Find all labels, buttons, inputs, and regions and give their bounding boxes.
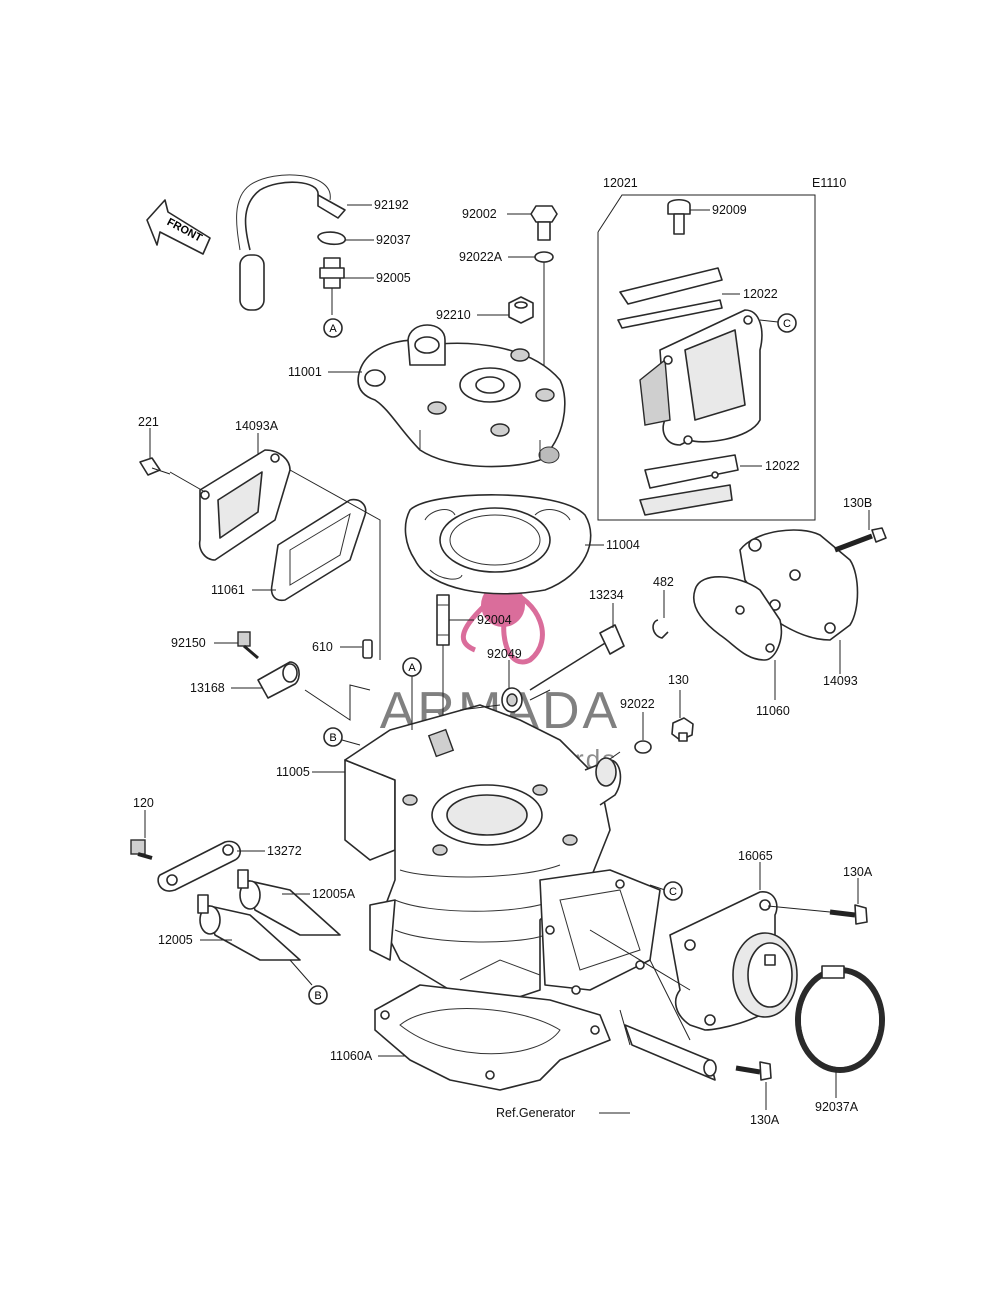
part-label[interactable]: 14093A xyxy=(235,419,279,433)
part-label[interactable]: 92009 xyxy=(712,203,747,217)
part-label[interactable]: 130B xyxy=(843,496,872,510)
callout-markers: A A B B C C xyxy=(308,313,797,1005)
cylinder-block xyxy=(344,704,661,1001)
bolt-130a-upper xyxy=(829,904,868,925)
part-label[interactable]: 130A xyxy=(843,865,873,879)
gasket-11060 xyxy=(693,576,783,661)
reed-block xyxy=(639,309,763,446)
part-label[interactable]: 92049 xyxy=(487,647,522,661)
part-label[interactable]: 13234 xyxy=(589,588,624,602)
part-label[interactable]: 610 xyxy=(312,640,333,654)
hose-clip xyxy=(317,231,346,246)
front-arrow: FRONT xyxy=(146,199,211,255)
oil-seal-92049 xyxy=(501,687,523,713)
base-gasket-11060a xyxy=(374,984,611,1091)
callout-b-mid: B xyxy=(323,727,343,747)
pin-610 xyxy=(362,639,373,659)
part-label[interactable]: 12005 xyxy=(158,933,193,947)
part-label[interactable]: 14093 xyxy=(823,674,858,688)
callout-c-mid: C xyxy=(663,881,683,901)
clip-482 xyxy=(652,619,669,639)
washer-92022 xyxy=(634,740,652,754)
stud-92004 xyxy=(436,594,450,646)
screw-92150 xyxy=(237,631,259,660)
gasket-11061 xyxy=(270,498,367,602)
reed-stopper-upper xyxy=(617,267,723,329)
reed-valve-kit-frame xyxy=(597,194,816,521)
screw-92009 xyxy=(667,198,691,235)
bolt-130b xyxy=(834,527,887,553)
part-label[interactable]: 11004 xyxy=(606,538,640,552)
part-label[interactable]: 92002 xyxy=(462,207,497,221)
svg-text:A: A xyxy=(329,323,337,335)
reed-petal-lower xyxy=(639,454,739,516)
part-label[interactable]: 92037A xyxy=(815,1100,859,1114)
svg-text:A: A xyxy=(408,662,416,674)
part-label[interactable]: 130 xyxy=(668,673,689,687)
part-label[interactable]: 11005 xyxy=(276,765,310,779)
washer-92022a xyxy=(534,251,554,263)
plate-13272 xyxy=(157,840,241,892)
ref-generator-label: Ref.Generator xyxy=(496,1106,575,1120)
part-label[interactable]: 92037 xyxy=(376,233,411,247)
part-label[interactable]: 92192 xyxy=(374,198,409,212)
nut-92210 xyxy=(508,296,534,324)
svg-text:B: B xyxy=(329,732,336,744)
diagram-id: E1110 xyxy=(812,176,846,190)
callout-c-top: C xyxy=(777,313,797,333)
part-label[interactable]: 13168 xyxy=(190,681,225,695)
part-label[interactable]: 12022 xyxy=(743,287,778,301)
cover-14093a xyxy=(198,449,291,561)
fitting xyxy=(319,257,345,315)
callout-b-bottom: B xyxy=(308,985,328,1005)
part-label[interactable]: 16065 xyxy=(738,849,773,863)
part-label[interactable]: 11060A xyxy=(330,1049,373,1063)
svg-text:B: B xyxy=(314,990,321,1002)
generator-ref-part xyxy=(624,1024,717,1081)
part-label[interactable]: 92005 xyxy=(376,271,411,285)
water-hose xyxy=(236,174,346,311)
part-label[interactable]: 12005A xyxy=(312,887,356,901)
bolt-130 xyxy=(671,717,694,742)
shaft-13234 xyxy=(529,624,625,691)
part-label[interactable]: 482 xyxy=(653,575,674,589)
part-label[interactable]: 92210 xyxy=(436,308,471,322)
part-label[interactable]: 11001 xyxy=(288,365,322,379)
callout-a-mid: A xyxy=(402,657,422,677)
svg-text:C: C xyxy=(783,318,791,330)
part-label[interactable]: 92004 xyxy=(477,613,512,627)
part-label[interactable]: 11060 xyxy=(756,704,790,718)
part-label[interactable]: 13272 xyxy=(267,844,302,858)
svg-text:C: C xyxy=(669,886,677,898)
bolt-92002 xyxy=(530,205,558,241)
part-label[interactable]: 12022 xyxy=(765,459,800,473)
part-label[interactable]: 92150 xyxy=(171,636,206,650)
exhaust-cover-14093 xyxy=(739,529,859,641)
callout-a-top: A xyxy=(323,318,343,338)
part-label[interactable]: 12021 xyxy=(603,176,638,190)
bolt-120 xyxy=(130,839,153,860)
valve-12005 xyxy=(197,894,301,961)
part-label[interactable]: 11061 xyxy=(211,583,245,597)
part-label[interactable]: 130A xyxy=(750,1113,780,1127)
part-label[interactable]: 92022 xyxy=(620,697,655,711)
part-label[interactable]: 120 xyxy=(133,796,154,810)
intake-manifold-16065 xyxy=(669,891,798,1031)
part-label[interactable]: 92022A xyxy=(459,250,503,264)
bolt-221 xyxy=(139,457,171,476)
cylinder-head xyxy=(357,324,566,468)
bolt-130a-lower xyxy=(735,1061,772,1081)
part-label[interactable]: 221 xyxy=(138,415,159,429)
lever-13168 xyxy=(257,661,300,699)
head-gasket xyxy=(404,494,592,595)
valve-12005a xyxy=(237,869,341,936)
hose-clamp-92037a xyxy=(795,965,885,1073)
